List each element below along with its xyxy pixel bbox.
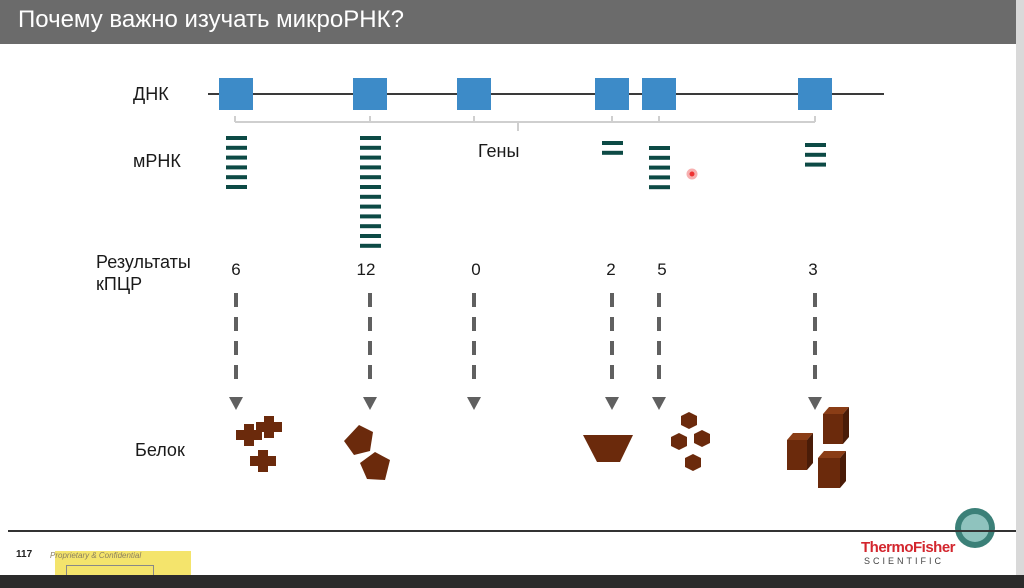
arrow-head	[808, 397, 822, 410]
arrow-dash	[234, 293, 238, 307]
title-bar: Почему важно изучать микроРНК?	[0, 0, 1016, 44]
mrna-bar	[602, 141, 623, 145]
mrna-bar	[226, 165, 247, 170]
mrna-bar	[360, 234, 381, 238]
mrna-bar	[649, 185, 670, 190]
mrna-bar	[649, 155, 670, 160]
arrow-dash	[472, 341, 476, 355]
gene-boxes	[219, 78, 832, 110]
mrna-bar	[360, 165, 381, 170]
mrna-bar	[226, 145, 247, 150]
arrow-dash	[610, 293, 614, 307]
gene-box-5	[642, 78, 676, 110]
arrow-dash	[368, 317, 372, 331]
arrow-dash	[657, 365, 661, 379]
arrow-dash	[813, 317, 817, 331]
qpcr-label-line2: кПЦР	[96, 274, 143, 294]
arrow-dash	[234, 365, 238, 379]
arrow-dash	[813, 341, 817, 355]
arrow-dash	[657, 317, 661, 331]
pointer-dot	[686, 168, 698, 180]
arrow-dash	[234, 317, 238, 331]
mrna-bar	[226, 175, 247, 180]
arrow-dash	[368, 365, 372, 379]
arrow-head	[467, 397, 481, 410]
mrna-bar	[649, 146, 670, 150]
mrna-bar	[360, 224, 381, 229]
qpcr-value-gene-6: 3	[808, 260, 818, 279]
mrna-bar	[805, 162, 826, 167]
mrna-bar	[360, 136, 381, 140]
mrna-bar	[805, 143, 826, 147]
gene-box-3	[457, 78, 491, 110]
arrow-dash	[610, 341, 614, 355]
protein-pentagon-shapes	[344, 425, 390, 480]
mrna-bar	[360, 204, 381, 209]
qpcr-value-gene-2: 12	[356, 260, 376, 279]
genes-label: Гены	[478, 141, 520, 161]
mrna-bar	[226, 185, 247, 189]
qpcr-value-gene-3: 0	[471, 260, 481, 279]
qpcr-value-gene-1: 6	[231, 260, 241, 279]
arrow-dash	[472, 365, 476, 379]
mrna-bars	[226, 136, 826, 248]
slide-title: Почему важно изучать микроРНК?	[18, 6, 404, 33]
mrna-bar	[602, 150, 623, 155]
gene-box-2	[353, 78, 387, 110]
mrna-bar	[805, 152, 826, 157]
protein-cross-shapes	[236, 416, 282, 472]
arrow-head	[229, 397, 243, 410]
proteins	[236, 407, 849, 488]
dna-label: ДНК	[133, 84, 169, 104]
page-number: 117	[16, 549, 33, 560]
qpcr-value-gene-4: 2	[606, 260, 616, 279]
qpcr-arrows	[229, 293, 822, 410]
logo-thermofisher: ThermoFisher	[861, 539, 956, 556]
arrow-dash	[813, 293, 817, 307]
mrna-label: мРНК	[133, 151, 181, 171]
arrow-dash	[657, 293, 661, 307]
mrna-bar	[360, 175, 381, 180]
arrow-dash	[813, 365, 817, 379]
mrna-bar	[226, 155, 247, 160]
arrow-dash	[234, 341, 238, 355]
gene-box-1	[219, 78, 253, 110]
qpcr-value-gene-5: 5	[657, 260, 667, 279]
mrna-bar	[226, 136, 247, 140]
arrow-head	[605, 397, 619, 410]
arrow-dash	[368, 293, 372, 307]
footer-divider	[8, 530, 1016, 532]
gene-box-6	[798, 78, 832, 110]
mrna-bar	[649, 175, 670, 180]
protein-trapezoid-shape	[583, 435, 633, 462]
mrna-bar	[360, 194, 381, 199]
arrow-dash	[472, 317, 476, 331]
confidential-text: Proprietary & Confidential	[50, 551, 142, 560]
arrow-dash	[610, 317, 614, 331]
arrow-dash	[368, 341, 372, 355]
qpcr-label-line1: Результаты	[96, 252, 191, 272]
protein-hexagon-shapes	[671, 412, 710, 471]
mrna-bar	[360, 185, 381, 189]
arrow-head	[363, 397, 377, 410]
gene-box-4	[595, 78, 629, 110]
mrna-bar	[360, 243, 381, 248]
protein-cube-shapes	[787, 407, 849, 488]
mrna-bar	[360, 214, 381, 219]
bottom-bar	[0, 575, 1024, 588]
arrow-head	[652, 397, 666, 410]
genes-bracket	[234, 116, 816, 131]
logo-scientific: SCIENTIFIC	[864, 556, 945, 566]
protein-label: Белок	[135, 440, 185, 460]
arrow-dash	[472, 293, 476, 307]
mrna-bar	[649, 165, 670, 170]
mrna-bar	[360, 155, 381, 160]
mrna-bar	[360, 145, 381, 150]
arrow-dash	[610, 365, 614, 379]
slide-edge	[1016, 0, 1024, 588]
arrow-dash	[657, 341, 661, 355]
